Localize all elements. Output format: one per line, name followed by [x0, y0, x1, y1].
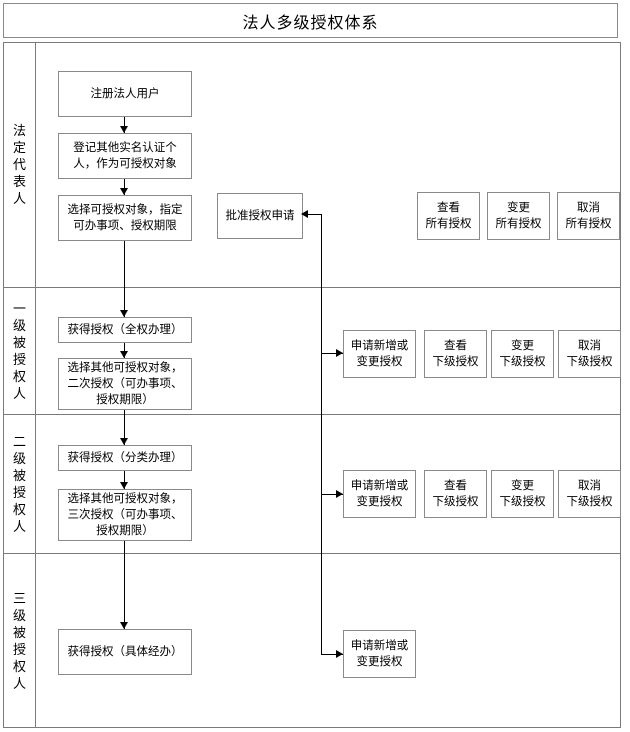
connector-level1-grant-to-subdelegate	[124, 343, 126, 358]
arrowhead-level1-grant-to-subdelegate	[120, 351, 128, 358]
action-level3-request-new-or-change[interactable]: 申请新增或 变更授权	[343, 630, 416, 678]
action-level1-request-new-or-change[interactable]: 申请新增或 变更授权	[343, 330, 416, 378]
arrowhead-level1-to-level2	[120, 438, 128, 445]
action-level2-modify-sub-authorizations[interactable]: 变更 下级授权	[491, 470, 554, 518]
arrowhead-trunk-to-approve	[301, 210, 308, 218]
action-label: 申请新增或 变更授权	[350, 340, 409, 368]
action-view-all-authorizations[interactable]: 查看 所有授权	[417, 192, 480, 240]
action-label: 查看 所有授权	[425, 202, 472, 230]
action-level1-modify-sub-authorizations[interactable]: 变更 下级授权	[491, 330, 554, 378]
process-label: 注册法人用户	[90, 88, 160, 100]
connector-trunk-to-level2-request	[321, 494, 343, 496]
action-level1-revoke-sub-authorizations[interactable]: 取消 下级授权	[558, 330, 621, 378]
lane-divider-2	[3, 414, 621, 415]
diagram-title-bar: 法人多级授权体系	[3, 3, 618, 38]
action-label: 取消 所有授权	[565, 202, 612, 230]
process-enroll-verified-individuals[interactable]: 登记其他实名认证个 人，作为可授权对象	[58, 133, 192, 179]
process-label: 获得授权（分类办理）	[67, 452, 183, 464]
process-register-legal-user[interactable]: 注册法人用户	[58, 71, 192, 117]
connector-request-trunk	[321, 214, 323, 655]
process-label: 选择其他可授权对象， 三次授权（可办事项、 授权期限）	[67, 493, 183, 537]
process-level2-subdelegate[interactable]: 选择其他可授权对象， 三次授权（可办事项、 授权期限）	[58, 489, 192, 541]
arrowhead-level2-grant-to-subdelegate	[120, 482, 128, 489]
lane-column-separator	[35, 42, 36, 728]
connector-trunk-to-approve	[307, 214, 322, 216]
action-label: 申请新增或 变更授权	[350, 480, 409, 508]
action-label: 申请新增或 变更授权	[350, 640, 409, 668]
action-label: 变更 下级授权	[499, 480, 546, 508]
action-label: 取消 下级授权	[566, 340, 613, 368]
arrowhead-select-to-level1-grant	[120, 310, 128, 317]
connector-trunk-to-level3-request	[321, 654, 343, 656]
connector-register-to-enroll	[124, 117, 126, 133]
action-label: 变更 所有授权	[495, 202, 542, 230]
process-label: 获得授权（具体经办）	[67, 646, 183, 658]
connector-select-to-level1-grant	[124, 241, 126, 317]
page-title: 法人多级授权体系	[242, 14, 379, 32]
action-label: 查看 下级授权	[432, 340, 479, 368]
process-label: 登记其他实名认证个 人，作为可授权对象	[73, 142, 177, 170]
process-label: 批准授权申请	[225, 210, 295, 222]
connector-enroll-to-select	[124, 179, 126, 195]
process-level1-granted-full[interactable]: 获得授权（全权办理）	[58, 317, 192, 343]
arrowhead-trunk-to-level2-request	[336, 490, 343, 498]
action-label: 取消 下级授权	[566, 480, 613, 508]
action-level2-view-sub-authorizations[interactable]: 查看 下级授权	[424, 470, 487, 518]
action-modify-all-authorizations[interactable]: 变更 所有授权	[487, 192, 550, 240]
process-label: 获得授权（全权办理）	[67, 324, 183, 336]
process-level2-granted-category[interactable]: 获得授权（分类办理）	[58, 445, 192, 471]
connector-trunk-to-level1-request	[321, 353, 343, 355]
arrowhead-register-to-enroll	[120, 126, 128, 133]
action-label: 查看 下级授权	[432, 480, 479, 508]
action-label: 变更 下级授权	[499, 340, 546, 368]
arrowhead-level2-to-level3	[120, 622, 128, 629]
action-level1-view-sub-authorizations[interactable]: 查看 下级授权	[424, 330, 487, 378]
process-level1-subdelegate[interactable]: 选择其他可授权对象， 二次授权（可办事项、 授权期限）	[58, 358, 192, 410]
arrowhead-trunk-to-level1-request	[336, 349, 343, 357]
arrowhead-enroll-to-select	[120, 188, 128, 195]
action-level2-request-new-or-change[interactable]: 申请新增或 变更授权	[343, 470, 416, 518]
lane-divider-1	[3, 287, 621, 288]
action-revoke-all-authorizations[interactable]: 取消 所有授权	[557, 192, 620, 240]
process-label: 选择可授权对象，指定 可办事项、授权期限	[67, 204, 183, 232]
lane-divider-3	[3, 553, 621, 554]
connector-level2-grant-to-subdelegate	[124, 471, 126, 489]
connector-level2-to-level3	[124, 541, 126, 629]
process-approve-authorization-request[interactable]: 批准授权申请	[217, 193, 303, 239]
process-level3-granted-specific[interactable]: 获得授权（具体经办）	[58, 629, 192, 675]
connector-level1-to-level2	[124, 410, 126, 445]
process-label: 选择其他可授权对象， 二次授权（可办事项、 授权期限）	[67, 362, 183, 406]
process-select-delegatee-and-scope[interactable]: 选择可授权对象，指定 可办事项、授权期限	[58, 195, 192, 241]
arrowhead-trunk-to-level3-request	[336, 650, 343, 658]
action-level2-revoke-sub-authorizations[interactable]: 取消 下级授权	[558, 470, 621, 518]
